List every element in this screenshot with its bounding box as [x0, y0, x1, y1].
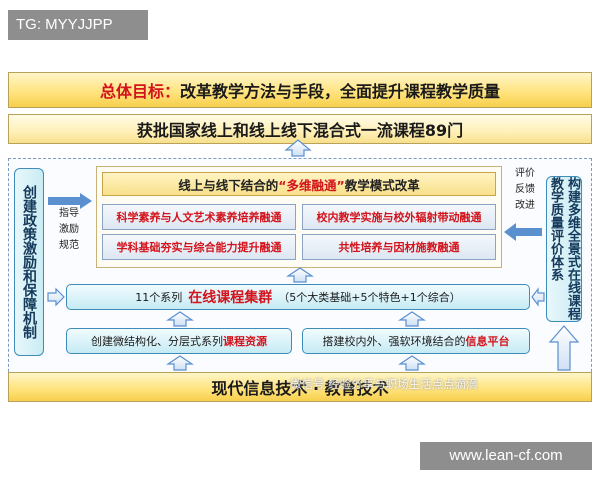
guide-label-line: 指导	[59, 208, 79, 219]
integration-cell: 共性培养与因材施教融通	[302, 234, 496, 260]
goal-text: 改革教学方法与手段，全面提升课程教学质量	[180, 82, 501, 101]
courses-prefix: 11个系列	[135, 291, 183, 304]
feedback-label-line: 改进	[515, 200, 535, 211]
resources-highlight: 课程资源	[223, 335, 267, 348]
teaching-mode-title: 线上与线下结合的 “多维融通” 教学模式改革	[102, 172, 496, 196]
feedback-label: 评价 反馈 改进	[508, 166, 542, 214]
goal-prefix: 总体目标：	[99, 82, 180, 101]
courses-highlight: 在线课程集群	[188, 290, 273, 306]
site-url-label: www.lean-cf.com	[420, 442, 592, 470]
mode-suffix: 教学模式改革	[344, 177, 420, 193]
mode-prefix: 线上与线下结合的	[178, 177, 279, 193]
up-arrow-icon	[286, 267, 314, 283]
feedback-label-line: 评价	[515, 168, 535, 179]
overall-goal-bar: 总体目标： 改革教学方法与手段，全面提升课程教学质量	[8, 72, 592, 108]
mode-highlight: “多维融通”	[278, 177, 345, 193]
guide-label-line: 规范	[59, 240, 79, 251]
approved-courses-bar: 获批国家线上和线上线下混合式一流课程89门	[8, 114, 592, 144]
right-arrow-icon	[47, 287, 65, 307]
course-resources-bar: 创建微结构化、分层式系列 课程资源	[66, 328, 292, 354]
watermark-text: 微信号 经验分享与职场生活点点滴滴	[290, 377, 478, 391]
integration-cell: 科学素养与人文艺术素养培养融通	[102, 204, 296, 230]
integration-cell: 校内教学实施与校外辐射带动融通	[302, 204, 496, 230]
policy-mechanism-box: 创建政策激励和保障机制	[14, 168, 44, 356]
up-arrow-icon	[284, 139, 312, 157]
modern-tech-bar: 现代信息技术 · 教育技术	[8, 372, 592, 402]
feedback-label-line: 反馈	[515, 184, 535, 195]
up-arrow-icon	[398, 355, 426, 371]
resources-prefix: 创建微结构化、分层式系列	[91, 335, 223, 348]
policy-mechanism-text: 创建政策激励和保障机制	[21, 185, 37, 339]
up-arrow-icon	[166, 355, 194, 371]
integration-cell: 学科基础夯实与综合能力提升融通	[102, 234, 296, 260]
course-cluster-bar: 11个系列 在线课程集群 （5个大类基础+5个特色+1个综合）	[66, 284, 530, 310]
info-platform-bar: 搭建校内外、强软环境结合的 信息平台	[302, 328, 530, 354]
up-arrow-icon	[548, 325, 580, 371]
guide-label: 指导 激励 规范	[52, 206, 86, 254]
tag-label: TG: MYYJJPP	[8, 10, 148, 40]
courses-suffix: （5个大类基础+5个特色+1个综合）	[278, 291, 461, 304]
right-arrow-icon	[48, 193, 92, 209]
up-arrow-icon	[166, 311, 194, 327]
platform-highlight: 信息平台	[465, 335, 510, 348]
left-arrow-icon	[504, 223, 542, 241]
guide-label-line: 激励	[59, 224, 79, 235]
evaluation-system-box: 构建多维全景式在线课程教学质量评价体系	[546, 176, 582, 322]
evaluation-system-text: 构建多维全景式在线课程教学质量评价体系	[548, 177, 580, 320]
up-arrow-icon	[398, 311, 426, 327]
platform-prefix: 搭建校内外、强软环境结合的	[322, 335, 466, 348]
left-arrow-icon	[531, 287, 545, 307]
